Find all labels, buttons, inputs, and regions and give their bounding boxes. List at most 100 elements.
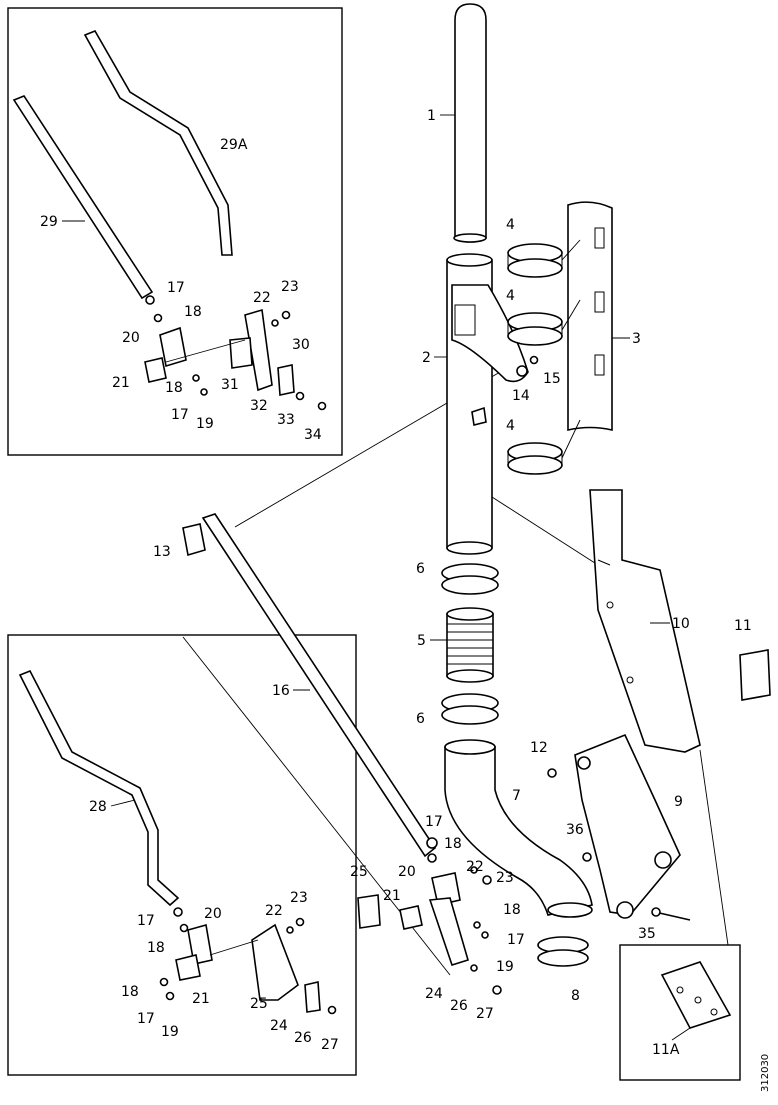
callout-20: 20 — [398, 864, 416, 880]
part-25-bracket — [251, 923, 299, 1001]
part-20-plate — [159, 326, 187, 368]
part-28-arm — [18, 669, 180, 907]
part-17-bushing — [145, 295, 155, 305]
part-16-arm — [201, 513, 437, 858]
callout-23: 23 — [290, 890, 308, 906]
part-18-washer — [153, 313, 163, 323]
part-22-washer — [286, 926, 294, 934]
part-17-bushing — [173, 907, 183, 917]
callout-26: 26 — [294, 1030, 312, 1046]
callout-25: 25 — [350, 864, 368, 880]
part-5-flex-bellows — [446, 607, 494, 683]
part-17-bushing — [426, 837, 438, 849]
callout-17: 17 — [507, 932, 525, 948]
callout-16: 16 — [272, 683, 290, 699]
callout-11: 11 — [734, 618, 752, 634]
callout-24: 24 — [425, 986, 443, 1002]
part-22-washer — [470, 866, 478, 874]
callout-29: 29 — [40, 214, 58, 230]
callout-15: 15 — [543, 371, 561, 387]
callout-13: 13 — [153, 544, 171, 560]
part-6-band-clamp — [441, 563, 499, 595]
callout-18: 18 — [147, 940, 165, 956]
part-11-bracket — [739, 649, 771, 701]
part-1-spout-tube — [453, 3, 487, 243]
callout-14: 14 — [512, 388, 530, 404]
part-25-bracket — [357, 894, 381, 929]
callout-18: 18 — [184, 304, 202, 320]
part-2-main-pipe — [446, 253, 539, 555]
callout-36: 36 — [566, 822, 584, 838]
callout-35: 35 — [638, 926, 656, 942]
part-32-strap — [277, 364, 295, 396]
callout-22: 22 — [466, 859, 484, 875]
part-20-plate — [431, 872, 461, 906]
callout-27: 27 — [321, 1037, 339, 1053]
part-24-bracket — [428, 897, 469, 966]
part-6-band-clamp — [441, 693, 499, 725]
callout-18: 18 — [165, 380, 183, 396]
part-36-nut — [582, 852, 592, 862]
callout-3: 3 — [632, 331, 641, 347]
part-26-washer — [470, 964, 478, 972]
callout-31: 31 — [221, 377, 239, 393]
part-35-bolt — [651, 907, 691, 921]
callout-11A: 11A — [652, 1042, 680, 1058]
part-18-washer — [427, 853, 437, 863]
part-18-washer — [179, 923, 189, 933]
callout-29A: 29A — [220, 137, 248, 153]
inset-bottom-left — [7, 634, 357, 1076]
callout-27: 27 — [476, 1006, 494, 1022]
callout-30: 30 — [292, 337, 310, 353]
callout-26: 26 — [450, 998, 468, 1014]
part-23-nut — [295, 917, 305, 927]
part-12-nut — [547, 768, 557, 778]
part-31-plate — [229, 337, 253, 369]
part-18-washer — [159, 977, 169, 987]
part-27-nut — [327, 1005, 337, 1015]
part-34-nut — [317, 401, 327, 411]
callout-33: 33 — [277, 412, 295, 428]
callout-19: 19 — [161, 1024, 179, 1040]
callout-18: 18 — [503, 902, 521, 918]
callout-23: 23 — [281, 279, 299, 295]
callout-22: 22 — [265, 903, 283, 919]
part-11A-bracket — [660, 961, 732, 1029]
callout-28: 28 — [89, 799, 107, 815]
part-13-bracket — [182, 523, 206, 557]
part-3-shield — [567, 201, 613, 432]
callout-20: 20 — [122, 330, 140, 346]
part-8-clamp — [537, 936, 589, 967]
part-18-washer — [473, 921, 481, 929]
part-18-washer — [192, 374, 200, 382]
leader-line — [491, 496, 599, 566]
part-21-clamp — [144, 357, 167, 383]
callout-17: 17 — [171, 407, 189, 423]
part-29A-arm — [83, 29, 233, 256]
callout-17: 17 — [425, 814, 443, 830]
part-9-arm — [574, 733, 681, 919]
inset-leader-line — [699, 749, 729, 946]
part-10-bracket — [589, 489, 701, 753]
part-26-strap — [304, 981, 321, 1013]
callout-19: 19 — [496, 959, 514, 975]
part-4-clamp — [507, 243, 563, 278]
callout-2: 2 — [422, 350, 431, 366]
callout-18: 18 — [121, 984, 139, 1000]
callout-17: 17 — [137, 1011, 155, 1027]
callout-18: 18 — [444, 836, 462, 852]
callout-17: 17 — [167, 280, 185, 296]
part-4-clamp — [507, 312, 563, 346]
part-21-clamp — [175, 954, 201, 981]
callout-7: 7 — [512, 788, 521, 804]
inset-bottom-right — [619, 944, 741, 1081]
callout-4: 4 — [506, 217, 515, 233]
drawing-number: 312030 — [760, 1054, 771, 1092]
part-4-clamp — [507, 442, 563, 475]
callout-23: 23 — [496, 870, 514, 886]
part-23-nut — [482, 875, 492, 885]
callout-21: 21 — [192, 991, 210, 1007]
callout-20: 20 — [204, 906, 222, 922]
